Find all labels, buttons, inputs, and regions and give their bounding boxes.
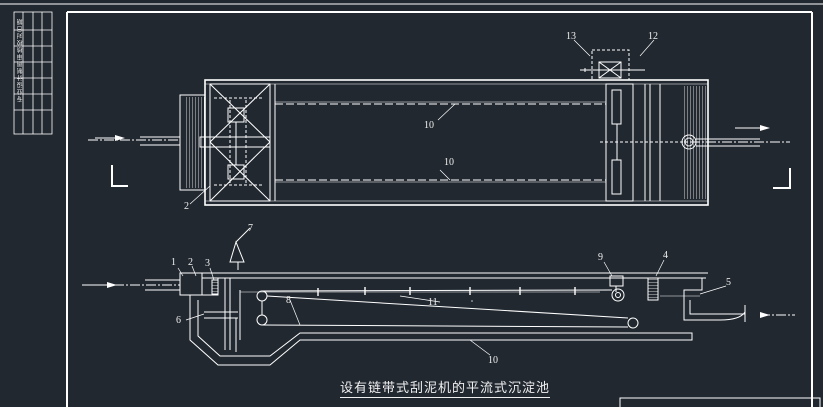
callout-11: 11 [428,297,438,308]
side-stamp-text: 专业设计制图审核校对日期 [17,18,24,102]
callout-2-section: 2 [188,257,193,268]
side-title-block [13,11,53,135]
callout-8: 8 [286,295,291,306]
drawing-title: 设有链带式刮泥机的平流式沉淀池 [340,381,551,398]
callout-13: 13 [566,31,576,42]
callout-9: 9 [598,252,603,263]
sheet-frame [0,3,823,407]
plan-view [88,49,791,206]
callout-10-plan-lower: 10 [444,157,454,168]
callout-7: 7 [248,223,253,234]
section-leaders [177,259,727,356]
callout-3: 3 [205,258,210,269]
callout-5: 5 [726,277,731,288]
callout-10-plan-upper: 10 [424,120,434,131]
callout-4: 4 [663,250,668,261]
callout-10-section: 10 [488,355,498,366]
callout-2-plan: 2 [184,201,189,212]
callout-6: 6 [176,315,181,326]
plan-leaders [189,39,655,205]
section-view [82,227,795,366]
callout-12: 12 [648,31,658,42]
callout-1: 1 [171,257,176,268]
